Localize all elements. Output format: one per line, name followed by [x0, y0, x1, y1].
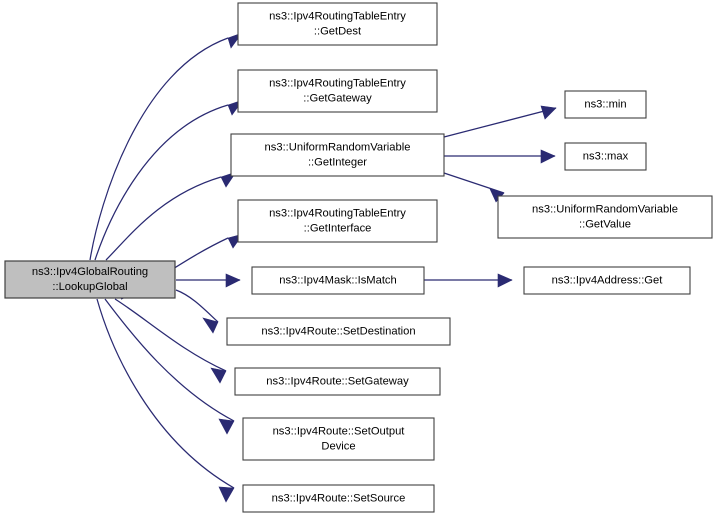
graph-node-min[interactable]: ns3::min — [564, 90, 647, 119]
node-label-line-1: ns3::UniformRandomVariable — [532, 203, 678, 215]
edge-line — [443, 172, 505, 194]
nodes-layer: ns3::Ipv4GlobalRouting::LookupGlobalns3:… — [4, 2, 713, 513]
node-label-line-1: ns3::min — [584, 98, 626, 110]
graph-node-setdestination[interactable]: ns3::Ipv4Route::SetDestination — [226, 317, 451, 346]
node-label-line-2: ::GetValue — [579, 218, 631, 230]
node-label-line-1: ns3::max — [583, 150, 629, 162]
node-box[interactable] — [242, 417, 435, 461]
node-label-line-2: ::GetGateway — [303, 92, 372, 104]
graph-node-addressget[interactable]: ns3::Ipv4Address::Get — [523, 266, 691, 295]
node-box[interactable] — [564, 90, 647, 119]
node-label-line-2: ::GetDest — [314, 25, 362, 37]
edge-line — [105, 176, 222, 261]
arrowhead-icon — [218, 418, 235, 435]
arrowhead-icon — [210, 367, 227, 384]
node-label-line-1: ns3::Ipv4GlobalRouting — [32, 266, 148, 278]
node-label-line-1: ns3::UniformRandomVariable — [265, 141, 411, 153]
graph-node-getgateway[interactable]: ns3::Ipv4RoutingTableEntry::GetGateway — [237, 69, 438, 113]
node-label-line-2: ::GetInterface — [304, 222, 372, 234]
edge-line — [96, 298, 235, 489]
graph-node-ismatch[interactable]: ns3::Ipv4Mask::IsMatch — [251, 266, 425, 295]
node-box[interactable] — [4, 260, 176, 299]
node-box[interactable] — [242, 484, 435, 513]
node-label-line-1: ns3::Ipv4RoutingTableEntry — [269, 207, 406, 219]
graph-node-getdest[interactable]: ns3::Ipv4RoutingTableEntry::GetDest — [237, 2, 438, 46]
node-label-line-1: ns3::Ipv4Route::SetDestination — [261, 325, 415, 337]
call-edge-root-to-getgateway — [94, 99, 244, 261]
node-label-line-1: ns3::Ipv4Route::SetGateway — [266, 375, 409, 387]
node-box[interactable] — [564, 142, 647, 171]
call-edge-getinteger-to-max — [444, 149, 556, 164]
arrowhead-icon — [497, 273, 513, 288]
node-label-line-1: ns3::Ipv4Route::SetSource — [272, 492, 406, 504]
graph-node-root[interactable]: ns3::Ipv4GlobalRouting::LookupGlobal — [4, 260, 176, 299]
edge-line — [104, 298, 235, 422]
call-edge-root-to-getdest — [89, 32, 243, 261]
node-label-line-1: ns3::Ipv4RoutingTableEntry — [269, 77, 406, 89]
edge-line — [114, 298, 227, 372]
arrowhead-icon — [540, 105, 557, 120]
node-box[interactable] — [237, 199, 438, 243]
node-label-line-1: ns3::Ipv4Route::SetOutput — [273, 425, 406, 437]
graph-node-setgateway[interactable]: ns3::Ipv4Route::SetGateway — [234, 367, 441, 396]
node-label-line-2: ::LookupGlobal — [52, 281, 127, 293]
node-box[interactable] — [251, 266, 425, 295]
node-label-line-2: ::GetInteger — [308, 156, 367, 168]
call-edge-ismatch-to-addressget — [424, 273, 513, 288]
node-box[interactable] — [226, 317, 451, 346]
call-edge-root-to-setoutputdevice — [104, 298, 235, 435]
call-edge-root-to-ismatch — [176, 273, 241, 288]
node-label-line-1: ns3::Ipv4Address::Get — [552, 274, 664, 286]
node-box[interactable] — [497, 195, 713, 239]
graph-node-getvalue[interactable]: ns3::UniformRandomVariable::GetValue — [497, 195, 713, 239]
edge-line — [175, 289, 219, 323]
call-edge-root-to-getinteger — [105, 171, 237, 261]
edge-line — [89, 37, 229, 261]
graph-node-getinterface[interactable]: ns3::Ipv4RoutingTableEntry::GetInterface — [237, 199, 438, 243]
graph-node-setsource[interactable]: ns3::Ipv4Route::SetSource — [242, 484, 435, 513]
graph-node-max[interactable]: ns3::max — [564, 142, 647, 171]
graph-node-getinteger[interactable]: ns3::UniformRandomVariable::GetInteger — [230, 133, 445, 177]
call-edge-root-to-setsource — [96, 298, 235, 503]
arrowhead-icon — [225, 273, 241, 288]
node-label-line-1: ns3::Ipv4RoutingTableEntry — [269, 10, 406, 22]
call-edge-getinteger-to-min — [443, 105, 557, 138]
call-edge-getinteger-to-getvalue — [443, 172, 505, 203]
edge-line — [443, 107, 557, 138]
arrowhead-icon — [540, 149, 556, 164]
node-box[interactable] — [234, 367, 441, 396]
call-edge-root-to-setgateway — [114, 298, 227, 384]
node-box[interactable] — [523, 266, 691, 295]
edge-line — [94, 104, 229, 261]
node-box[interactable] — [237, 69, 438, 113]
node-label-line-2: Device — [321, 440, 355, 452]
arrowhead-icon — [202, 317, 219, 334]
node-label-line-1: ns3::Ipv4Mask::IsMatch — [279, 274, 397, 286]
node-box[interactable] — [230, 133, 445, 177]
call-edge-root-to-setdestination — [175, 289, 219, 334]
arrowhead-icon — [218, 486, 235, 503]
node-box[interactable] — [237, 2, 438, 46]
